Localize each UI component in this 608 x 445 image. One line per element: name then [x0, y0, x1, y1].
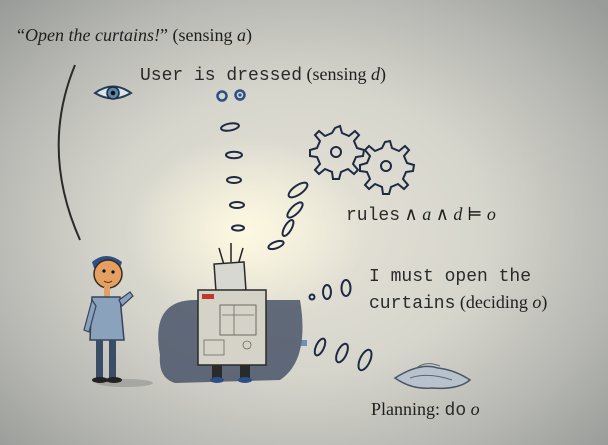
- curtain-cloth: [393, 363, 472, 390]
- speech-label: “Open the curtains!” (sensing a): [17, 25, 252, 45]
- small-square: [301, 340, 307, 346]
- deciding-line-1: I must open the: [369, 267, 532, 287]
- gear-icon: [359, 139, 416, 195]
- gear-icon: [309, 124, 366, 180]
- planning-label: Planning: do o: [371, 399, 480, 421]
- rules-formula: rules ∧ a ∧ d ⊨ o: [346, 204, 496, 226]
- thought-bubbles: [220, 122, 373, 372]
- sensing-d-label: User is dressed (sensing d): [140, 64, 387, 86]
- deciding-line-2: curtains (deciding o): [369, 292, 548, 314]
- user-figure: [83, 256, 153, 387]
- sensor-icon: [216, 89, 246, 102]
- speech-bubble-arc: [57, 64, 81, 241]
- robot-figure: [158, 243, 303, 383]
- eye-icon: [93, 85, 133, 100]
